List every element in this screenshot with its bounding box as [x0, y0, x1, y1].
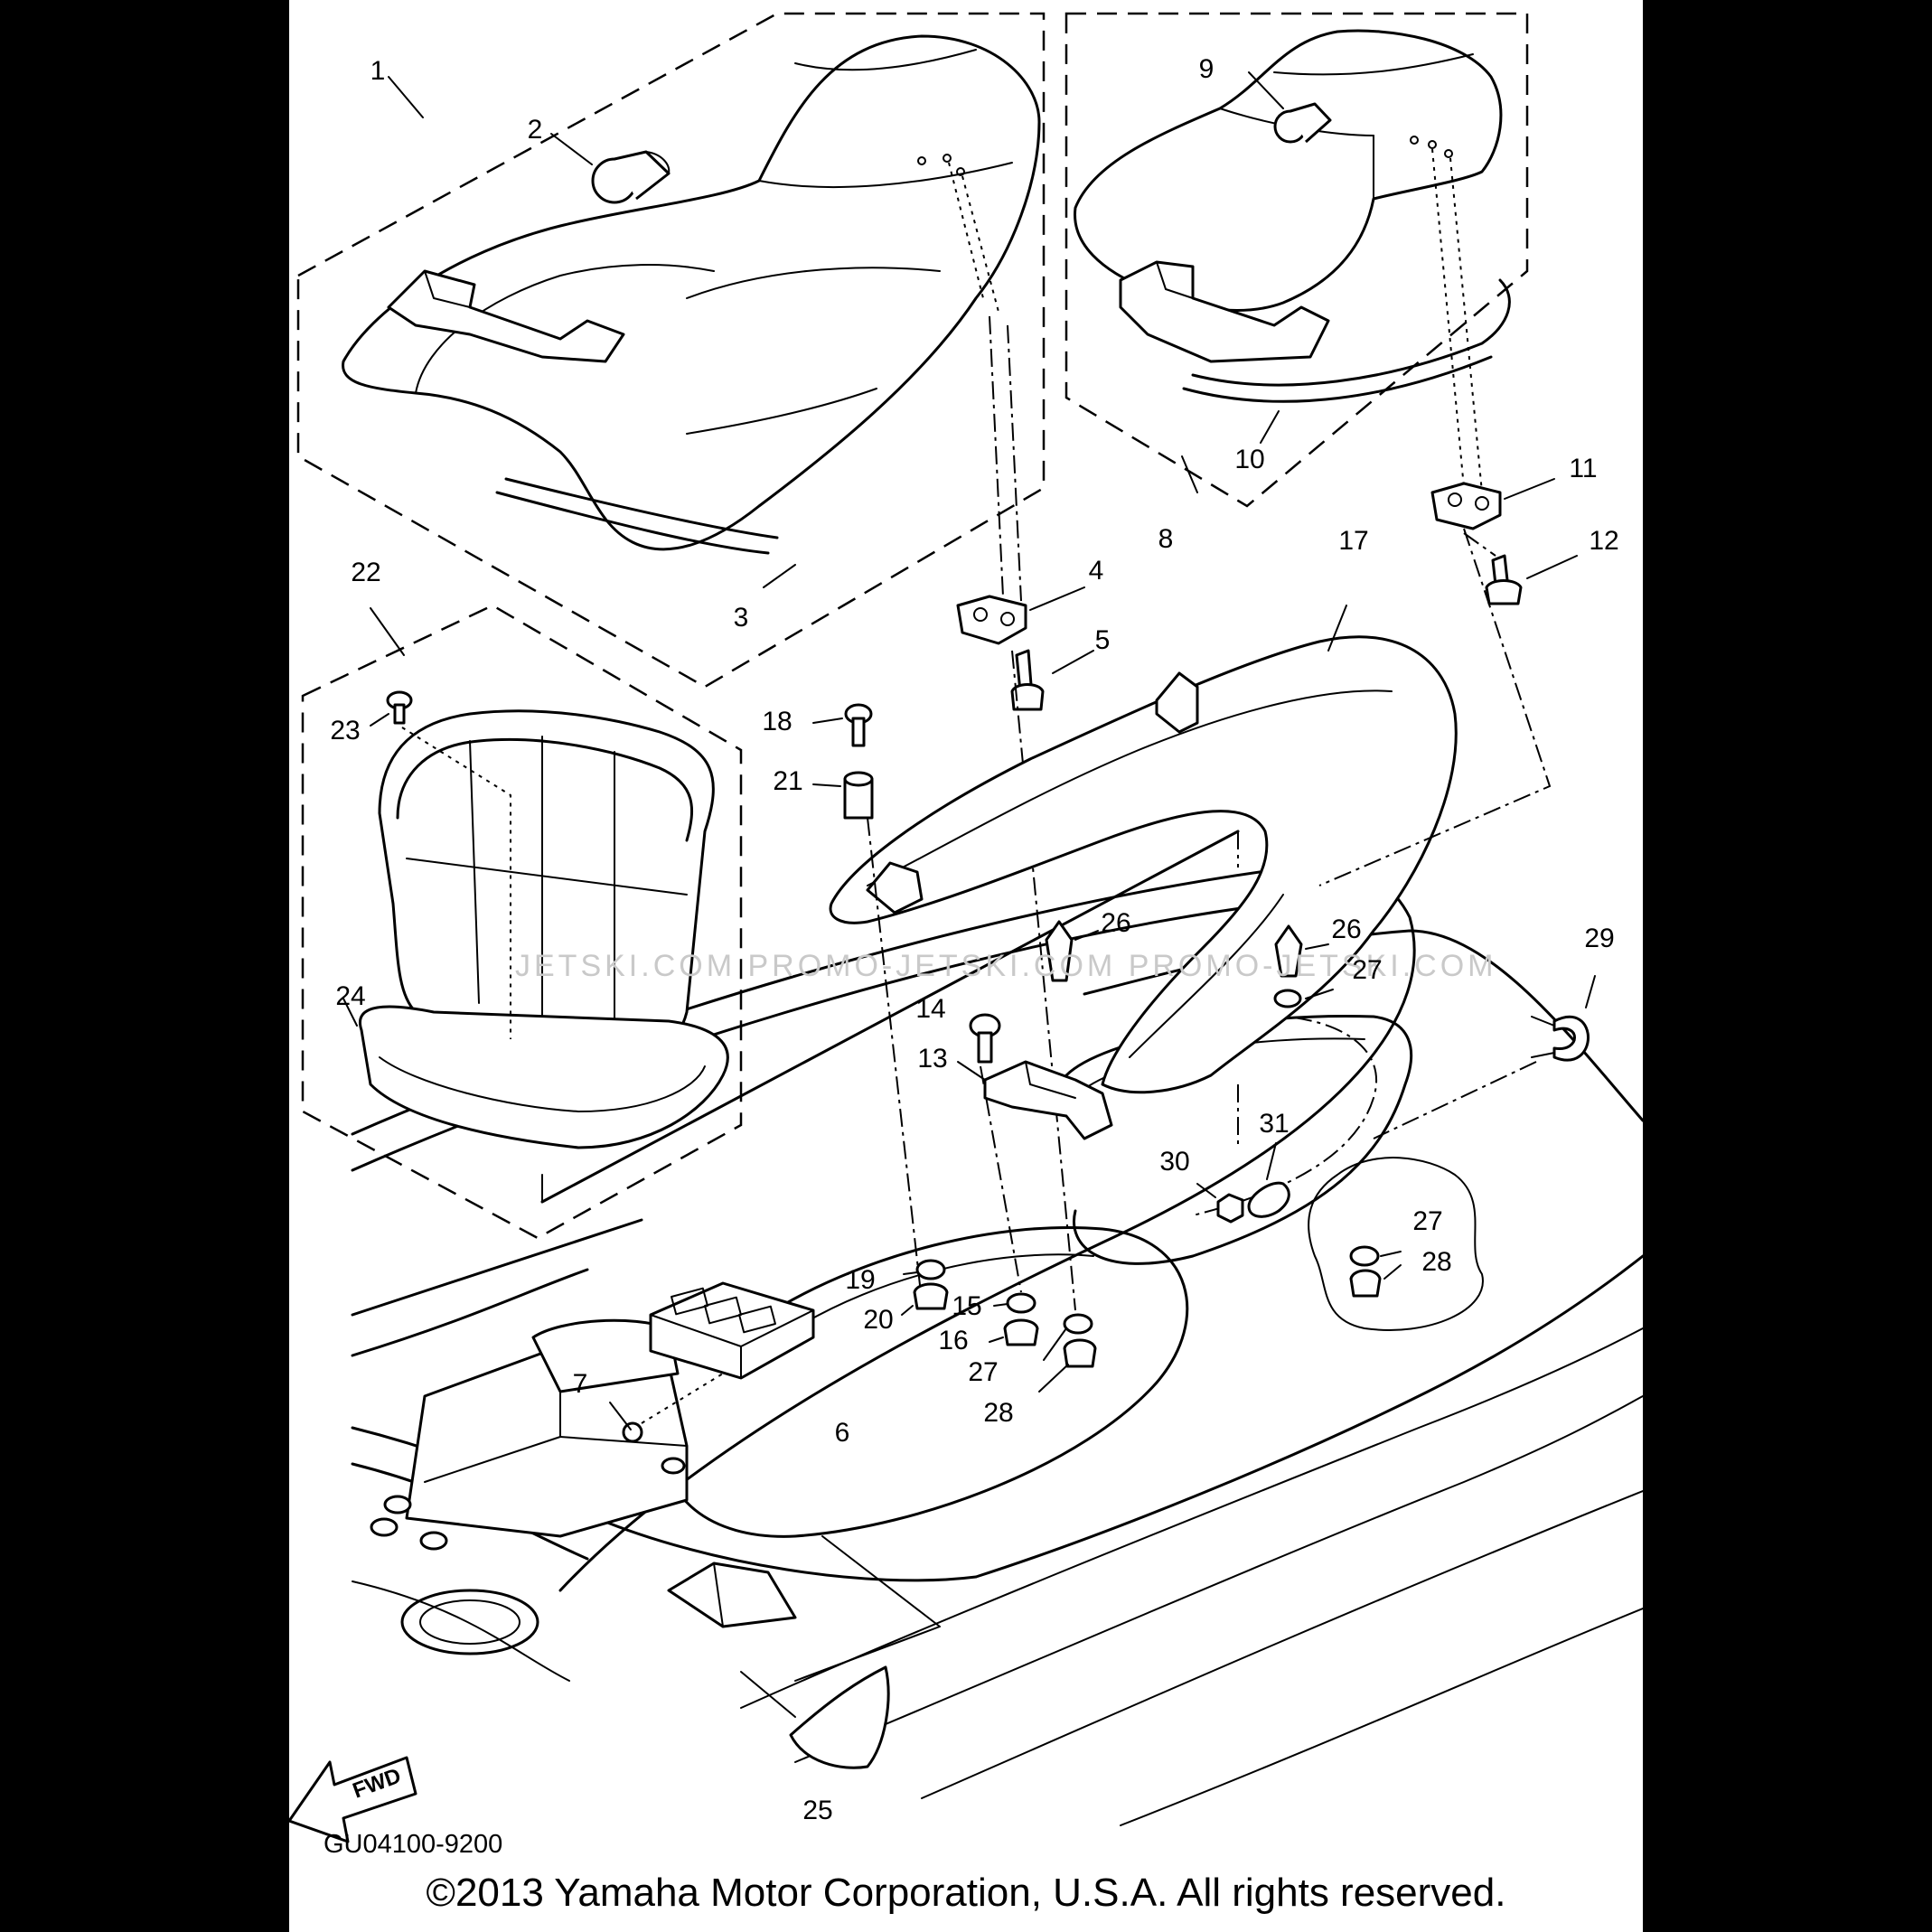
callout-20: 20 — [863, 1305, 893, 1335]
callout-12: 12 — [1589, 526, 1618, 556]
callout-27a: 27 — [1352, 955, 1382, 985]
callout-17: 17 — [1338, 526, 1368, 556]
callout-25: 25 — [802, 1796, 832, 1825]
callout-11: 11 — [1569, 454, 1597, 483]
parts-diagram-sheet: FWD — [289, 0, 1643, 1932]
callout-19: 19 — [845, 1265, 875, 1295]
callout-26a: 26 — [1101, 908, 1130, 938]
callout-24: 24 — [335, 981, 365, 1011]
callout-4: 4 — [1089, 556, 1104, 586]
rear-seat-bracket — [1430, 478, 1578, 605]
callout-9: 9 — [1199, 54, 1215, 84]
callout-22: 22 — [351, 558, 380, 587]
callout-13: 13 — [917, 1044, 947, 1074]
exploded-parts-drawing: FWD — [289, 12, 1643, 1843]
callout-28b: 28 — [1421, 1247, 1451, 1277]
callout-18: 18 — [762, 707, 792, 736]
callout-10: 10 — [1234, 445, 1264, 474]
callout-2: 2 — [528, 115, 543, 145]
callout-28a: 28 — [983, 1398, 1013, 1428]
fasteners — [901, 920, 1596, 1393]
mount-bracket — [957, 1013, 1113, 1293]
copyright-notice: ©2013 Yamaha Motor Corporation, U.S.A. A… — [426, 1871, 1506, 1915]
callout-27b: 27 — [968, 1357, 998, 1387]
screw-collar — [812, 703, 923, 1302]
watermark: JETSKI.COM PROMO-JETSKI.COM PROMO-JETSKI… — [515, 949, 1496, 983]
callout-27c: 27 — [1412, 1206, 1442, 1236]
callout-5: 5 — [1095, 625, 1111, 655]
callout-1: 1 — [370, 56, 386, 86]
callout-14: 14 — [915, 994, 945, 1024]
callout-21: 21 — [773, 766, 802, 796]
drawing-code: GU04100-9200 — [324, 1830, 503, 1859]
front-seat-bracket — [956, 315, 1094, 1311]
front-seat-assembly — [296, 12, 1046, 689]
hull-deck: FWD — [289, 864, 1643, 1843]
callout-3: 3 — [734, 603, 749, 633]
callout-26b: 26 — [1331, 914, 1361, 944]
callout-6: 6 — [835, 1418, 850, 1448]
callout-23: 23 — [330, 716, 360, 746]
rear-cover — [829, 528, 1552, 1148]
callout-7: 7 — [573, 1369, 588, 1399]
rear-seat-assembly — [1064, 12, 1529, 508]
storage-box-assembly — [301, 604, 1240, 1240]
callout-labels: 1 2 3 4 5 6 7 8 9 10 11 12 13 14 15 16 1… — [330, 54, 1618, 1825]
callout-31: 31 — [1259, 1109, 1289, 1139]
callout-30: 30 — [1159, 1147, 1189, 1177]
callout-29: 29 — [1584, 924, 1614, 953]
callout-8: 8 — [1158, 524, 1174, 554]
callout-16: 16 — [938, 1326, 968, 1355]
callout-15: 15 — [952, 1291, 981, 1321]
